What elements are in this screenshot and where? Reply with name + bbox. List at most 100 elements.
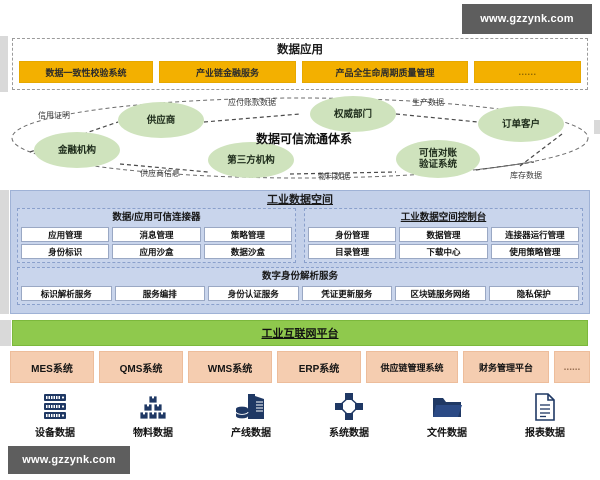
link-payable — [203, 113, 301, 123]
cell-identity-management[interactable]: 身份管理 — [308, 227, 397, 242]
data-source-material[interactable]: 物料数据 — [104, 392, 202, 444]
node-third-party[interactable]: 第三方机构 — [208, 142, 294, 178]
app-box-more[interactable]: ...... — [474, 61, 581, 83]
data-application-title: 数据应用 — [277, 44, 323, 56]
digital-identity-panel: 数字身份解析服务 标识解析服务 服务编排 身份认证服务 凭证更新服务 区块链服务… — [17, 267, 583, 305]
data-application-box-row: 数据一致性校验系统 产业链金融服务 产品全生命周期质量管理 ...... — [13, 59, 587, 85]
outer-ellipse — [11, 97, 589, 179]
cell-identifier-resolution-service[interactable]: 标识解析服务 — [21, 286, 112, 301]
flow-label-inventory-data: 库存数据 — [510, 171, 542, 180]
data-application-section: 数据应用 数据一致性校验系统 产业链金融服务 产品全生命周期质量管理 .....… — [12, 38, 588, 90]
node-authority-label: 权威部门 — [333, 108, 372, 120]
node-authority[interactable]: 权威部门 — [310, 96, 396, 132]
node-supplier[interactable]: 供应商 — [118, 102, 204, 138]
industrial-data-space-section: 工业数据空间 数据/应用可信连接器 应用管理 消息管理 策略管理 身份标识 应用… — [10, 190, 590, 314]
cell-policy-management[interactable]: 策略管理 — [203, 227, 292, 242]
cell-service-orchestration[interactable]: 服务编排 — [114, 286, 205, 301]
industrial-data-space-title: 工业数据空间 — [267, 194, 333, 206]
cell-identity-auth-service[interactable]: 身份认证服务 — [208, 286, 299, 301]
flow-label-production-data: 生产数据 — [412, 98, 444, 107]
system-box-erp[interactable]: ERP系统 — [277, 351, 361, 383]
link-recon-order — [475, 161, 535, 171]
trusted-circulation-section: 供应商 权威部门 订单客户 金融机构 第三方机构 可信对账 验证系统 信用证明 … — [0, 92, 600, 188]
link-inventory — [519, 133, 563, 167]
cell-usage-policy-management[interactable]: 使用策略管理 — [490, 244, 579, 259]
cell-data-management[interactable]: 数据管理 — [399, 227, 488, 242]
flow-label-payable-data: 应付账款数据 — [228, 98, 276, 107]
cell-catalog-management[interactable]: 目录管理 — [308, 244, 397, 259]
left-edge-artifact-2 — [0, 190, 9, 314]
data-source-file-label: 文件数据 — [427, 428, 467, 439]
cell-app-management[interactable]: 应用管理 — [21, 227, 110, 242]
app-box-supply-chain-finance[interactable]: 产业链金融服务 — [159, 61, 296, 83]
boxes-stack-icon — [138, 392, 168, 422]
system-box-wms[interactable]: WMS系统 — [188, 351, 272, 383]
data-source-file[interactable]: 文件数据 — [398, 392, 496, 444]
link-material — [289, 171, 397, 175]
node-order-customer-label: 订单客户 — [501, 118, 540, 130]
industrial-internet-platform-label: 工业互联网平台 — [261, 328, 339, 340]
folder-icon — [431, 392, 463, 422]
node-supplier-label: 供应商 — [146, 114, 176, 126]
app-box-consistency-check[interactable]: 数据一致性校验系统 — [19, 61, 153, 83]
data-sources-row: 设备数据 — [6, 392, 594, 444]
link-supplier-info — [119, 163, 209, 173]
cell-blockchain-service-network[interactable]: 区块链服务网络 — [395, 286, 486, 301]
console-row-1: 身份管理 数据管理 连接器运行管理 — [308, 227, 579, 242]
network-nodes-icon — [333, 392, 365, 422]
node-financial-institution[interactable]: 金融机构 — [34, 132, 120, 168]
industrial-internet-platform-bar: 工业互联网平台 — [12, 320, 588, 346]
trusted-connector-title: 数据/应用可信连接器 — [112, 212, 201, 223]
left-edge-artifact-3 — [0, 320, 11, 346]
digital-identity-wrapper: 数字身份解析服务 标识解析服务 服务编排 身份认证服务 凭证更新服务 区块链服务… — [11, 263, 589, 305]
digital-identity-title: 数字身份解析服务 — [261, 271, 338, 282]
app-box-lifecycle-quality[interactable]: 产品全生命周期质量管理 — [302, 61, 468, 83]
system-box-finance[interactable]: 财务管理平台 — [463, 351, 549, 383]
data-space-console-title: 工业数据空间控制台 — [400, 212, 487, 223]
right-edge-artifact — [594, 120, 600, 134]
data-source-system-label: 系统数据 — [329, 428, 369, 439]
trusted-connector-panel: 数据/应用可信连接器 应用管理 消息管理 策略管理 身份标识 应用沙盒 数据沙盒 — [17, 208, 296, 263]
connector-row-2: 身份标识 应用沙盒 数据沙盒 — [21, 244, 292, 259]
trusted-circulation-title: 数据可信流通体系 — [256, 132, 353, 146]
digital-identity-row: 标识解析服务 服务编排 身份认证服务 凭证更新服务 区块链服务网络 隐私保护 — [21, 286, 579, 301]
console-row-2: 目录管理 下载中心 使用策略管理 — [308, 244, 579, 259]
industrial-data-space-columns: 数据/应用可信连接器 应用管理 消息管理 策略管理 身份标识 应用沙盒 数据沙盒… — [11, 208, 589, 263]
watermark-bottom-left: www.gzzynk.com — [8, 446, 130, 474]
data-source-material-label: 物料数据 — [133, 428, 173, 439]
data-source-report-label: 报表数据 — [525, 428, 565, 439]
cell-app-sandbox[interactable]: 应用沙盒 — [112, 244, 201, 259]
cell-connector-ops-management[interactable]: 连接器运行管理 — [490, 227, 579, 242]
left-edge-artifact — [0, 36, 8, 92]
system-box-mes[interactable]: MES系统 — [10, 351, 94, 383]
flow-label-supplier-info: 供应商信息 — [140, 169, 180, 178]
cell-privacy-protection[interactable]: 隐私保护 — [488, 286, 579, 301]
cell-credential-update-service[interactable]: 凭证更新服务 — [301, 286, 392, 301]
cell-data-sandbox[interactable]: 数据沙盒 — [203, 244, 292, 259]
node-third-party-label: 第三方机构 — [227, 154, 275, 166]
node-reconciliation-system[interactable]: 可信对账 验证系统 — [396, 140, 480, 178]
document-report-icon — [532, 392, 558, 422]
cell-identity-id[interactable]: 身份标识 — [21, 244, 110, 259]
node-financial-institution-label: 金融机构 — [57, 144, 96, 156]
connector-row-1: 应用管理 消息管理 策略管理 — [21, 227, 292, 242]
server-rack-icon — [41, 392, 69, 422]
system-box-supply-chain[interactable]: 供应链管理系统 — [366, 351, 458, 383]
data-source-system[interactable]: 系统数据 — [300, 392, 398, 444]
node-reconciliation-line2: 验证系统 — [418, 159, 457, 170]
flow-label-credit-proof: 信用证明 — [38, 111, 70, 120]
cell-download-center[interactable]: 下载中心 — [399, 244, 488, 259]
business-systems-row: MES系统 QMS系统 WMS系统 ERP系统 供应链管理系统 财务管理平台 .… — [10, 351, 590, 383]
data-source-production-line-label: 产线数据 — [231, 428, 271, 439]
system-box-more[interactable]: ...... — [554, 351, 590, 383]
node-order-customer[interactable]: 订单客户 — [478, 106, 564, 142]
data-source-report[interactable]: 报表数据 — [496, 392, 594, 444]
data-space-console-panel: 工业数据空间控制台 身份管理 数据管理 连接器运行管理 目录管理 下载中心 使用… — [304, 208, 583, 263]
system-box-qms[interactable]: QMS系统 — [99, 351, 183, 383]
factory-database-icon — [235, 392, 267, 422]
data-source-equipment[interactable]: 设备数据 — [6, 392, 104, 444]
cell-message-management[interactable]: 消息管理 — [112, 227, 201, 242]
data-source-equipment-label: 设备数据 — [35, 428, 75, 439]
data-source-production-line[interactable]: 产线数据 — [202, 392, 300, 444]
